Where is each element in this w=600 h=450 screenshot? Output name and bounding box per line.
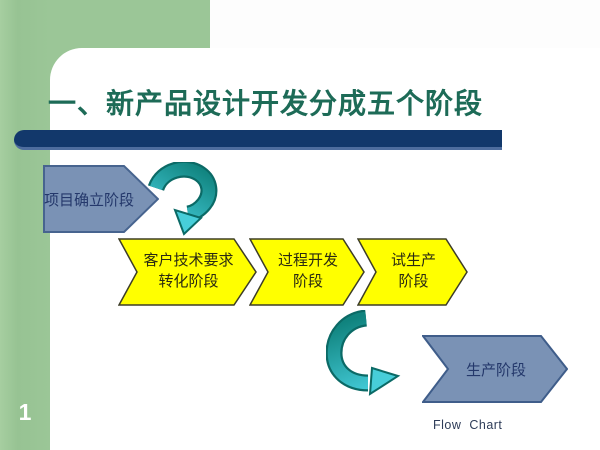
stage-process-development: 过程开发 阶段 [249,238,365,306]
curved-arrow-down-icon [147,160,220,245]
chevron-shape [249,238,365,306]
stage-label-line2: 转化阶段 [158,274,219,290]
stage-customer-requirements-conversion: 客户技术要求 转化阶段 [118,238,257,306]
slide-title: 一、新产品设计开发分成五个阶段 [48,89,484,120]
stage-label: 生产阶段 [465,362,526,379]
stage-label-line2: 阶段 [292,274,323,290]
page-number: 1 [18,399,32,425]
stage-project-establishment: 项目确立阶段 [43,165,159,233]
stage-trial-production: 试生产 阶段 [357,238,468,306]
curved-arrow-right-icon [325,309,410,407]
chevron-shape [357,238,468,306]
title-underline-bar [14,130,502,150]
stage-label: 项目确立阶段 [43,192,134,209]
stage-label-line1: 客户技术要求 [143,253,234,269]
stage-label-line1: 过程开发 [277,253,338,269]
chevron-shape [422,335,568,403]
left-green-sidebar [0,0,50,450]
stage-label-line1: 试生产 [390,253,436,269]
footer-label: Flow Chart [433,418,503,432]
chevron-shape [118,238,257,306]
stage-production: 生产阶段 [422,335,568,403]
stage-label-line2: 阶段 [398,274,429,290]
pentagon-arrow-shape [43,165,159,233]
